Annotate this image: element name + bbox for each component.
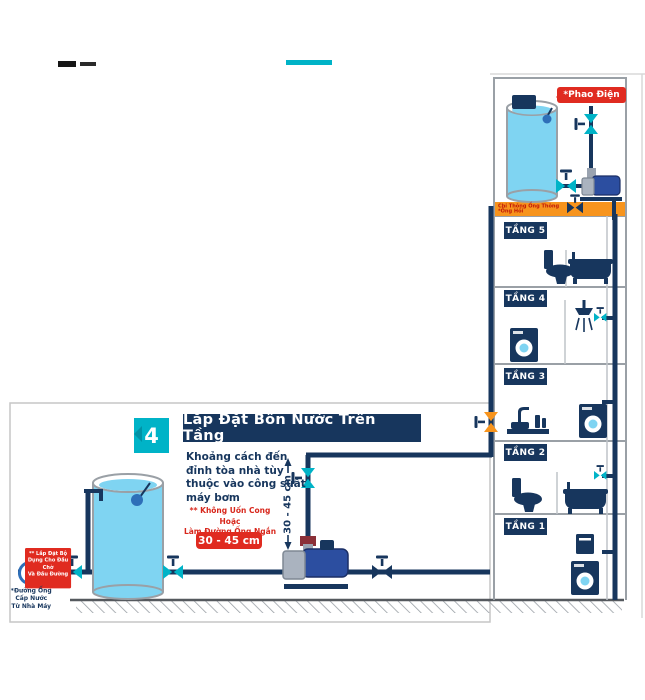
tank-lid (512, 95, 536, 109)
floor-label-1: TẦNG 1 (504, 518, 547, 535)
booster-pump (282, 536, 349, 589)
vertical-measure-label: 30 - 45 cm (282, 475, 294, 534)
warning-line-1: ** Không Uốn Cong Hoặc (189, 506, 271, 526)
floor2-toilet-icon (512, 478, 542, 512)
step-badge: 4 (134, 418, 169, 453)
ground (70, 598, 624, 613)
float-arm (139, 482, 151, 498)
step-number: 4 (144, 423, 159, 448)
roof-tank-valve-icon (556, 169, 576, 193)
floor-label-3: TẦNG 3 (504, 368, 547, 385)
panel-frame (9, 402, 491, 623)
inlet-note: ** Lắp Đặt Bộ Dụng Cho Đầu Chờ Và Đầu Đư… (25, 548, 72, 590)
float-switch-label: *Phao Điện (556, 87, 626, 103)
roof-float-arm (547, 107, 553, 116)
page-title: Lắp Đặt Bồn Nước Trên Tầng (183, 412, 376, 444)
floor2-branch-valve-icon (594, 465, 607, 480)
crop-edge-lines (490, 73, 645, 618)
discharge-valve-icon (372, 555, 392, 579)
floor2-bathtub-icon (563, 482, 608, 514)
floor1-cabinet-icon (576, 534, 594, 554)
floor1-washer-icon (571, 561, 599, 595)
floor3-sink-icon (507, 407, 549, 434)
floor5-toilet-icon (544, 250, 574, 284)
roof-pump (580, 168, 622, 201)
roof-water-tank (506, 95, 558, 203)
roof-riser-valve-icon (574, 114, 598, 134)
measure-arrows (284, 458, 292, 550)
floor4-shower-icon (573, 298, 595, 334)
tank-outlet-valve-icon (163, 555, 183, 579)
tank-inlet-elbow (84, 489, 103, 501)
inlet-note-line-1: ** Lắp Đặt Bộ (28, 550, 68, 557)
floor-label-2: TẦNG 2 (504, 444, 547, 461)
description-text: Khoảng cách đến đỉnh tòa nhà tùy thuộc v… (186, 451, 306, 504)
supply-note-line-2: Cấp Nước (15, 594, 48, 602)
supply-note: *Đường Ống Cấp Nước Từ Nhà Máy (5, 587, 58, 610)
floor-label-4: TẦNG 4 (504, 290, 547, 307)
building-frame (493, 77, 627, 600)
left-water-tank (92, 473, 164, 600)
floor-label-5: TẦNG 5 (504, 222, 547, 239)
roof-float-ball (542, 114, 552, 124)
floor4-branch-valve-icon (594, 307, 607, 322)
service-band (495, 202, 625, 216)
floor4-washer-icon (510, 328, 538, 362)
supply-note-line-3: Từ Nhà Máy (11, 602, 52, 610)
supply-note-line-1: *Đường Ống (10, 587, 52, 594)
scan-artifacts (58, 60, 332, 67)
float-ball (131, 494, 143, 506)
title-banner: Lắp Đặt Bồn Nước Trên Tầng (183, 412, 421, 444)
inlet-note-line-2: Dụng Cho Đầu Chờ (27, 557, 69, 571)
floor3-washer-icon (579, 404, 607, 438)
band-note: Chỉ Thông Ống Thông *Ống Hồi (498, 203, 560, 215)
inlet-note-line-3: Và Đầu Đường (27, 571, 69, 578)
measure-box: 30 - 45 cm (196, 532, 262, 549)
